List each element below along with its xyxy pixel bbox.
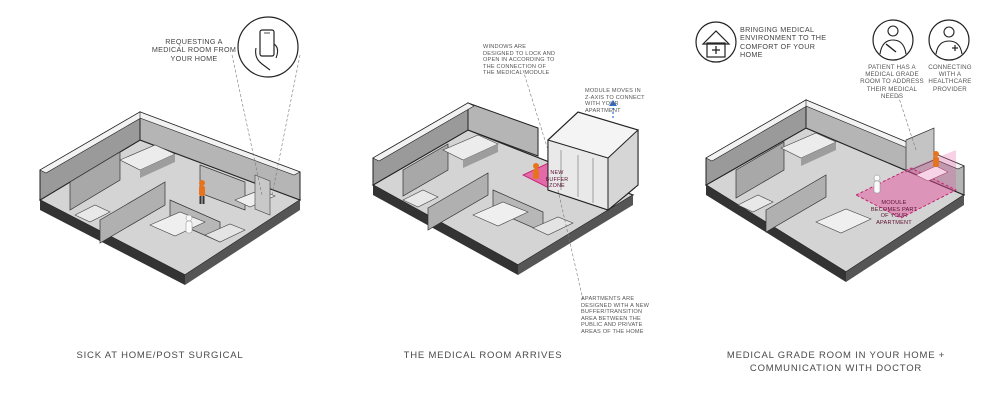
panel-medical-grade-room: BRINGING MEDICAL ENVIRONMENT TO THE COMF… xyxy=(666,0,1000,417)
caption-line-2: COMMUNICATION WITH DOCTOR xyxy=(749,363,923,374)
panel-medical-room-arrives: WINDOWS ARE DESIGNED TO LOCK AND OPEN IN… xyxy=(333,0,666,417)
caption-medical-grade-room: MEDICAL GRADE ROOM IN YOUR HOME + COMMUN… xyxy=(716,349,956,375)
note-apartments-buffer: APARTMENTS ARE DESIGNED WITH A NEW BUFFE… xyxy=(581,296,650,335)
note-windows-lock: WINDOWS ARE DESIGNED TO LOCK AND OPEN IN… xyxy=(483,44,556,77)
apartment-iso-drawing-2 xyxy=(371,69,639,301)
caption-sick-at-home: SICK AT HOME/POST SURGICAL xyxy=(76,350,244,361)
note-patient-room: PATIENT HAS A MEDICAL GRADE ROOM TO ADDR… xyxy=(860,64,924,100)
label-module-part-of-apartment: MODULE BECOMES PART OF YOUR APARTMENT xyxy=(870,200,918,226)
note-requesting-room: REQUESTING A MEDICAL ROOM FROM YOUR HOME xyxy=(151,37,237,63)
panel-sick-at-home: REQUESTING A MEDICAL ROOM FROM YOUR HOME… xyxy=(0,0,333,417)
note-bringing-medical: BRINGING MEDICAL ENVIRONMENT TO THE COMF… xyxy=(740,25,827,60)
apartment-iso-drawing-1 xyxy=(38,16,302,285)
home-medical-icon xyxy=(695,21,737,63)
note-module-z-axis: MODULE MOVES IN Z-AXIS TO CONNECT WITH Y… xyxy=(585,88,645,114)
patient-icon xyxy=(872,19,914,61)
phone-in-hand-icon xyxy=(237,16,299,78)
doctor-icon xyxy=(928,19,970,61)
label-new-buffer-zone: NEW BUFFER ZONE xyxy=(545,170,569,190)
caption-medical-room-arrives: THE MEDICAL ROOM ARRIVES xyxy=(403,350,563,361)
apartment-iso-drawing-3 xyxy=(695,19,970,282)
caption-line-1: MEDICAL GRADE ROOM IN YOUR HOME + xyxy=(726,350,946,361)
note-connecting-provider: CONNECTING WITH A HEALTHCARE PROVIDER xyxy=(928,64,972,93)
